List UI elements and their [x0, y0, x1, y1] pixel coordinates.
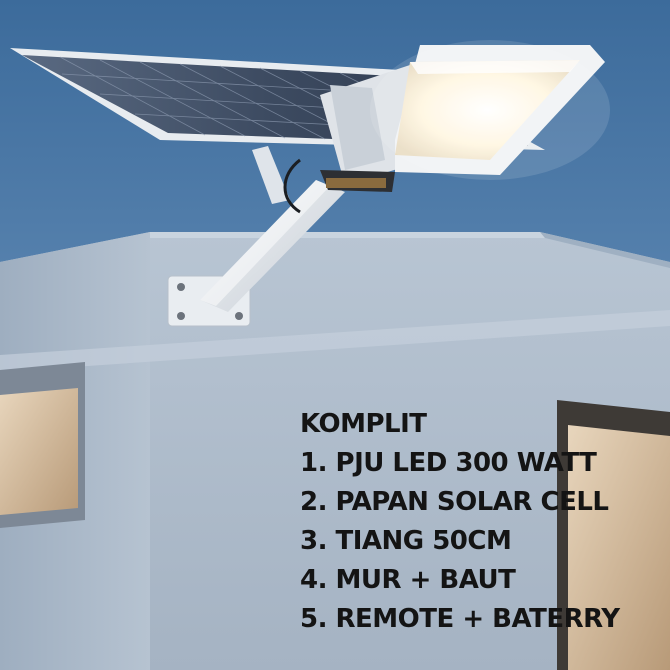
left-window [0, 388, 78, 515]
right-window [568, 425, 670, 670]
caption-item-remote: 5. REMOTE + BATERRY [300, 604, 620, 634]
product-caption: KOMPLIT 1. PJU LED 300 WATT 2. PAPAN SOL… [300, 405, 620, 639]
caption-heading: KOMPLIT [300, 409, 427, 439]
building [0, 232, 670, 670]
caption-item-pole: 3. TIANG 50CM [300, 526, 512, 556]
led-lamp-head [320, 45, 605, 192]
caption-item-bolts: 4. MUR + BAUT [300, 565, 516, 595]
led-light [395, 60, 580, 160]
caption-item-solar-panel: 2. PAPAN SOLAR CELL [300, 487, 609, 517]
panel-support [252, 146, 290, 204]
caption-item-led: 1. PJU LED 300 WATT [300, 448, 597, 478]
